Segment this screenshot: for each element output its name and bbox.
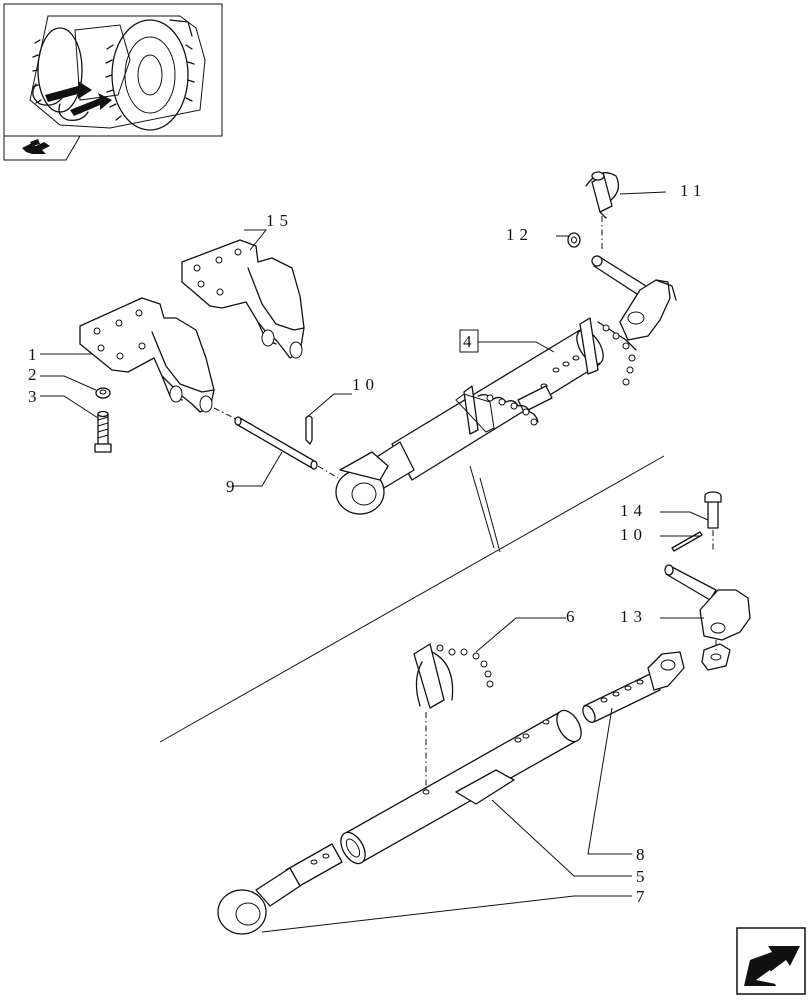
washer-part-2 xyxy=(95,387,111,399)
callout-3: 3 xyxy=(28,387,42,406)
callout-14: 14 xyxy=(620,501,647,520)
callout-1: 1 xyxy=(28,345,42,364)
leader-lines xyxy=(40,191,709,933)
callout-10-lower: 10 xyxy=(620,525,647,544)
ball-joint-part-7 xyxy=(217,843,343,935)
callout-11: 11 xyxy=(680,181,706,200)
lower-link-assembly xyxy=(217,643,685,935)
assembly-link-lines xyxy=(469,465,501,553)
chain-holder-part-6 xyxy=(413,643,494,790)
clip-part-10-upper xyxy=(305,415,313,445)
threaded-rod-part-8 xyxy=(582,651,685,723)
bracket-part-15 xyxy=(181,239,305,359)
separator-line xyxy=(159,455,665,743)
callout-5: 5 xyxy=(636,867,650,886)
callout-6: 6 xyxy=(566,607,580,626)
tractor-thumbnail-icon[interactable] xyxy=(3,3,223,137)
top-link-assembly-part-4 xyxy=(335,255,677,515)
callout-12: 12 xyxy=(506,225,533,244)
callout-labels: 1 2 3 4 5 6 7 8 9 10 10 11 12 13 14 15 xyxy=(28,181,706,906)
tube-part-5 xyxy=(340,709,582,865)
next-page-arrow-icon[interactable] xyxy=(736,927,806,995)
callout-13: 13 xyxy=(620,607,647,626)
bracket-part-1 xyxy=(79,297,215,413)
catalog-page-icon[interactable] xyxy=(3,135,81,161)
callout-9: 9 xyxy=(226,477,240,496)
callout-10-upper: 10 xyxy=(352,375,379,394)
callout-8: 8 xyxy=(636,845,650,864)
callout-4-box xyxy=(459,329,479,353)
clevis-part-13 xyxy=(664,564,751,671)
bolt-part-3 xyxy=(94,410,112,453)
callout-2: 2 xyxy=(28,365,42,384)
pin-part-14 xyxy=(704,491,722,552)
callout-7: 7 xyxy=(636,887,650,906)
callout-15: 15 xyxy=(266,211,293,230)
lynch-pin-part-11 xyxy=(585,171,620,252)
pin-part-9 xyxy=(213,407,339,479)
washer-part-12 xyxy=(567,232,581,248)
clip-part-10-lower xyxy=(671,531,703,552)
callout-4: 4 xyxy=(463,332,477,351)
